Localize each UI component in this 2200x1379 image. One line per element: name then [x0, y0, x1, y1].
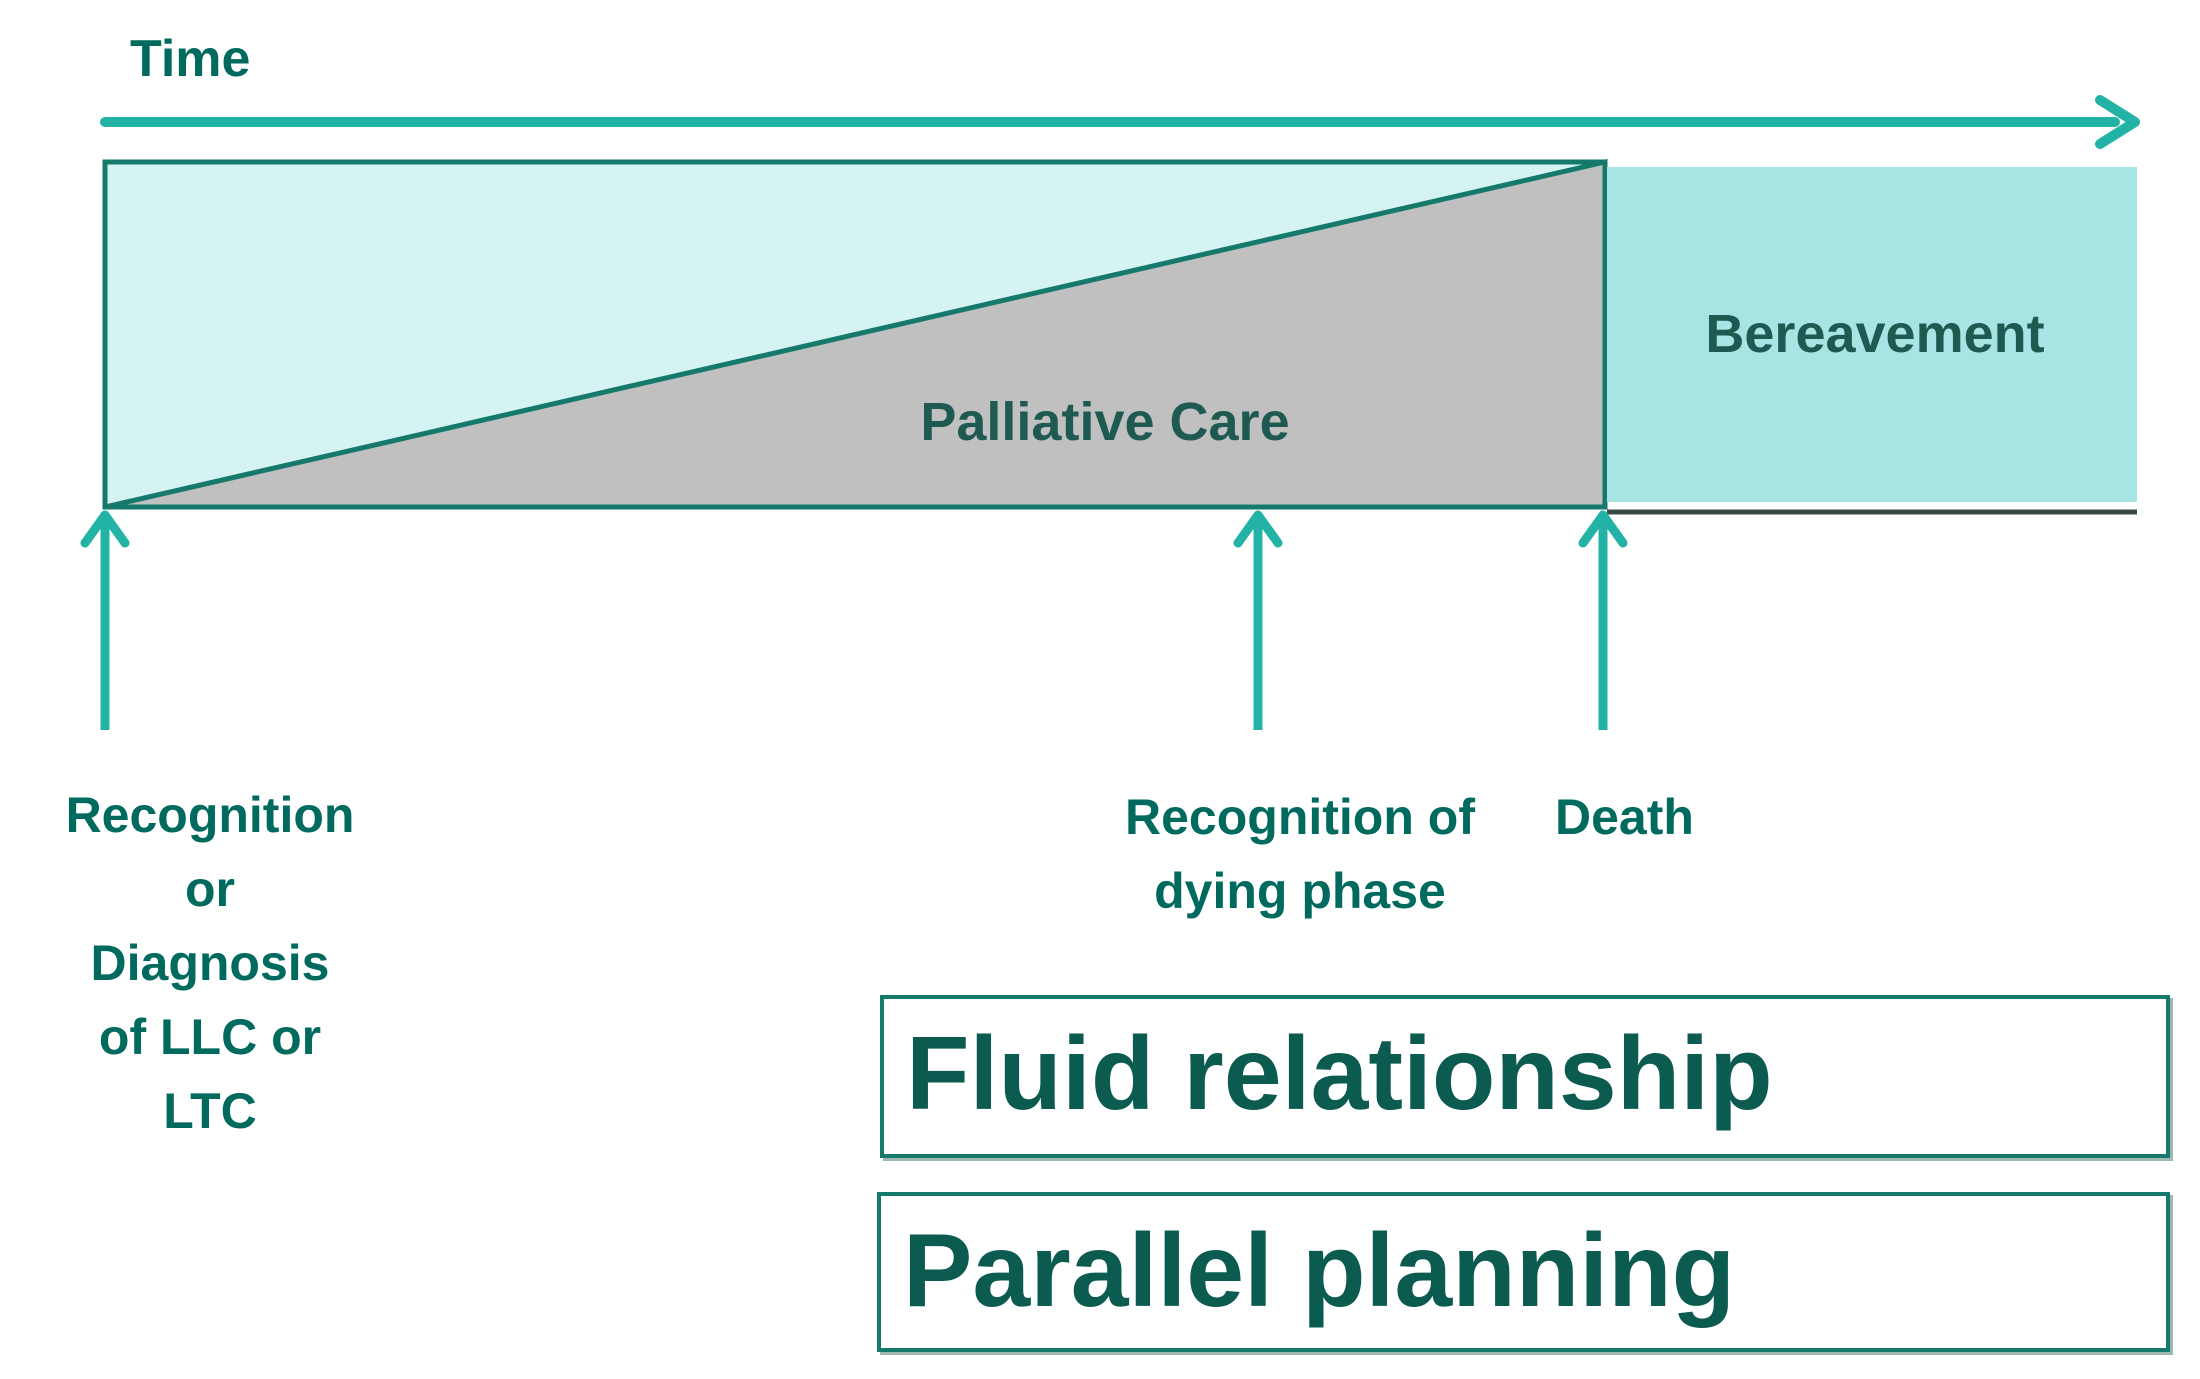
bereavement-block — [1607, 167, 2137, 502]
dying-phase-arrow — [1233, 510, 1283, 730]
fluid-relationship-text: Fluid relationship — [906, 1016, 1773, 1132]
time-label: Time — [130, 30, 251, 88]
fluid-relationship-box: Fluid relationship — [880, 995, 2170, 1158]
time-arrow-head — [2095, 95, 2140, 149]
recognition-diagnosis-label: Recognition or Diagnosis of LLC or LTC — [65, 787, 355, 1139]
parallel-planning-box: Parallel planning — [877, 1192, 2170, 1352]
palliative-care-label: Palliative Care — [920, 392, 1290, 452]
death-arrow — [1578, 510, 1628, 730]
parallel-planning-text: Parallel planning — [903, 1213, 1736, 1329]
dying-phase-label: Recognition of dying phase — [1125, 789, 1475, 919]
palliative-care-wedge — [104, 158, 1608, 510]
bereavement-label: Bereavement — [1705, 304, 2045, 364]
death-label: Death — [1555, 789, 1694, 845]
recognition-arrow — [80, 510, 130, 730]
